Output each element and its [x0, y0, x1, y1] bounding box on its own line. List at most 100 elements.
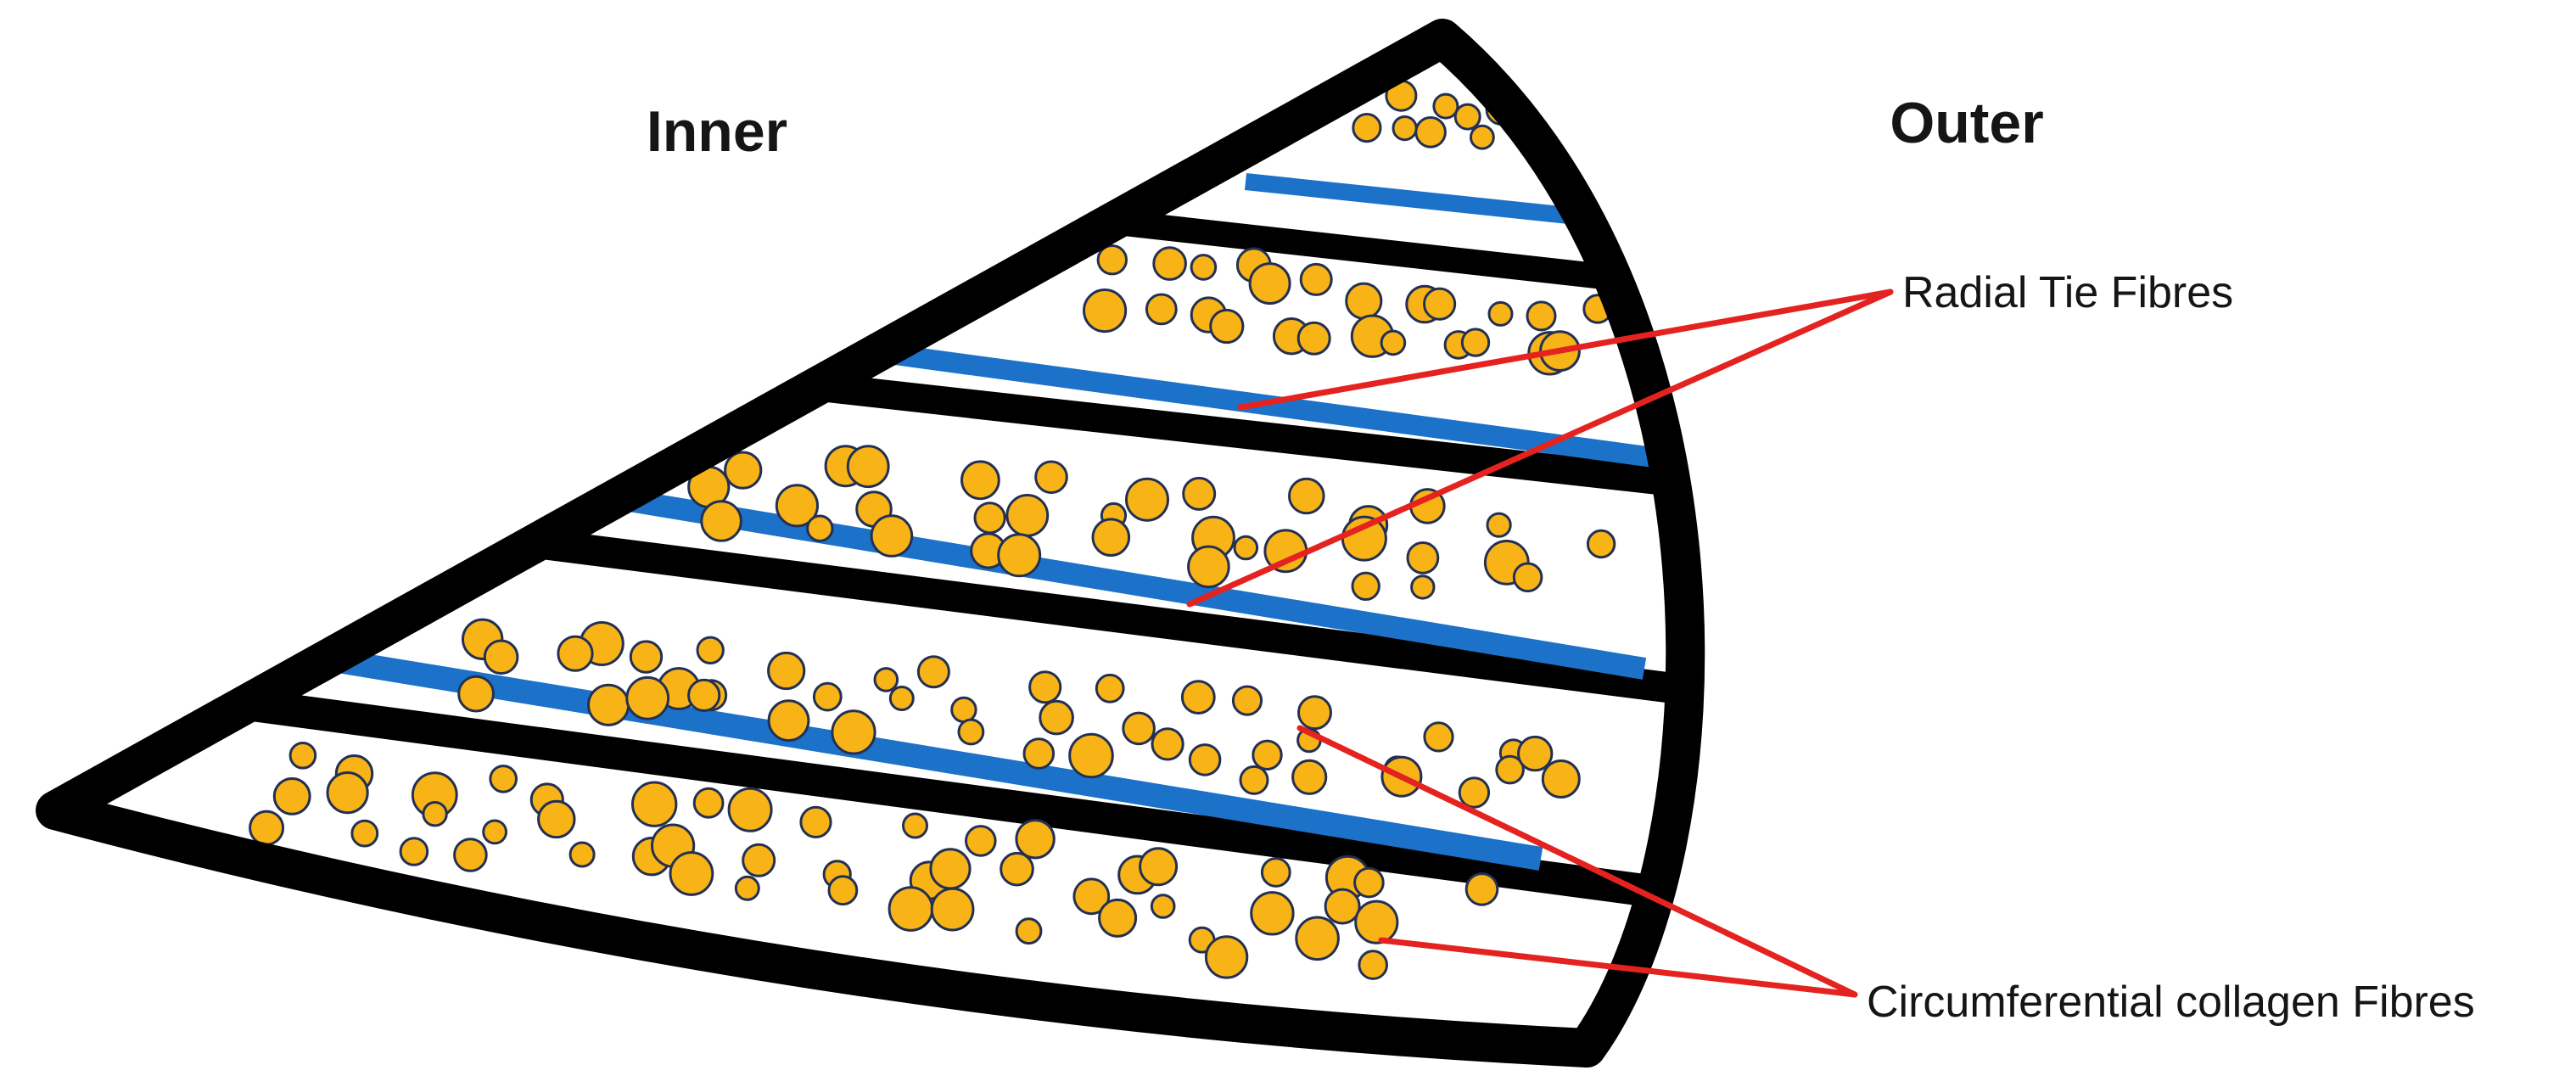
collagen-fibre-circle [767, 651, 806, 691]
collagen-fibre-circle [1152, 246, 1187, 281]
collagen-fibre-circle [1015, 917, 1043, 945]
collagen-fibre-circle [696, 636, 725, 664]
annotation-line [1237, 289, 1894, 411]
collagen-fibre-circle [1517, 735, 1554, 772]
collagen-fibre-circle [249, 810, 285, 846]
label-radial-tie-fibres: Radial Tie Fibres [1902, 268, 2233, 317]
collagen-fibre-circle [1295, 916, 1340, 961]
collagen-fibre-circle [1345, 282, 1383, 320]
radial-tie-fibre-stripe [1244, 173, 1587, 226]
label-outer: Outer [1890, 91, 2043, 155]
collagen-fibre-circle [831, 709, 876, 755]
collagen-fibre-circle [827, 875, 859, 906]
collagen-fibre-circle [727, 787, 773, 832]
collagen-fibre-circle [1351, 571, 1380, 601]
collagen-fibre-circle [870, 514, 914, 558]
collagen-fibre-circle [799, 805, 832, 839]
collagen-fibre-circle [888, 686, 915, 711]
collagen-fibre-circle [1028, 670, 1062, 704]
collagen-fibre-circle [1096, 244, 1128, 276]
collagen-fibre-circle [1091, 518, 1131, 558]
collagen-fibre-circle [1022, 737, 1056, 770]
collagen-fibre-circle [587, 683, 630, 726]
collagen-fibre-circle [1291, 759, 1328, 795]
collagen-fibre-circle [692, 787, 725, 819]
collagen-fibre-circle [453, 838, 488, 872]
collagen-fibre-circle [1188, 743, 1222, 776]
collagen-fibre-circle [806, 514, 834, 542]
collagen-fibre-circle [1150, 894, 1176, 919]
collagen-fibre-circle [1260, 857, 1291, 888]
collagen-fibre-circle [846, 445, 890, 489]
collagen-fibre-circle [965, 825, 997, 857]
lamella-boundary-bands [218, 206, 1686, 909]
collagen-fibre-circle [1453, 103, 1481, 131]
collagen-fibre-circle [1122, 711, 1156, 746]
collagen-fibre-circle [1406, 541, 1440, 574]
collagen-fibre-circle [1095, 673, 1125, 703]
lamella-boundary-band [1084, 206, 1682, 298]
collagen-fibre-circle [1358, 950, 1388, 980]
collagen-fibre-circle [399, 837, 429, 866]
collagen-fibre-circle [767, 699, 810, 743]
collagen-fibre-circle [1248, 262, 1291, 305]
collagen-fibre-circle [1296, 321, 1331, 356]
collagen-fibre-circle [700, 500, 742, 542]
collagen-fibre-circle [902, 812, 928, 839]
collagen-fibre-circle [288, 742, 317, 770]
collagen-fibre-circle [873, 667, 899, 692]
collagen-fibre-circle [669, 851, 714, 896]
collagen-fibre-circle [1068, 732, 1114, 779]
lamella-boundary-band [787, 369, 1686, 498]
collagen-fibre-circle [568, 841, 596, 868]
collagen-fibre-circles [249, 66, 1616, 980]
collagen-fibre-circle [1423, 287, 1457, 321]
annotation-line [1186, 289, 1894, 608]
collagen-fibre-circle [1288, 477, 1325, 515]
collagen-fibre-circle [1072, 877, 1111, 916]
collagen-fibre-circle [1380, 329, 1407, 356]
lamella-boundary-band [507, 524, 1683, 704]
label-inner: Inner [647, 99, 787, 164]
collagen-fibre-circle [482, 819, 507, 845]
radial-tie-fibre-stripes [300, 173, 1661, 871]
collagen-fibre-circle [1000, 851, 1034, 887]
collagen-fibre-circle [1187, 545, 1230, 589]
collagen-fibre-circle [1098, 898, 1138, 938]
collagen-fibre-circle [489, 765, 518, 793]
collagen-fibre-circle [1512, 562, 1543, 593]
collagen-fibre-circle [1182, 476, 1217, 511]
collagen-fibre-circle [1252, 739, 1283, 771]
collagen-fibre-circle [888, 886, 934, 932]
collagen-fibre-circle [950, 696, 977, 724]
collagen-fibre-circle [1586, 529, 1616, 559]
collagen-fibre-circle [957, 718, 985, 746]
collagen-fibre-circle [625, 675, 670, 720]
collagen-fibre-circle [687, 678, 721, 713]
collagen-fibre-circle [1231, 685, 1263, 716]
collagen-fibre-circle [557, 635, 594, 672]
collagen-fibre-circle [1297, 695, 1332, 731]
collagen-fibre-circle [1204, 935, 1249, 979]
collagen-fibre-circle [1353, 866, 1385, 899]
collagen-fibre-circle [1039, 699, 1074, 736]
collagen-fibre-circle [422, 801, 448, 827]
collagen-fibre-circle [1352, 113, 1382, 143]
collagen-fibre-circle [1239, 765, 1269, 795]
collagen-fibre-circle [631, 781, 678, 827]
collagen-fibre-circle [775, 484, 820, 528]
collagen-fibre-circle [1250, 891, 1295, 936]
collagen-fibre-circle [1487, 300, 1514, 327]
collagen-fibre-circle [997, 533, 1042, 578]
collagen-fibre-circle [812, 681, 843, 712]
radial-tie-fibre-stripe [881, 343, 1661, 468]
collagen-fibre-circle [1034, 460, 1068, 495]
radial-tie-fibre-stripe [300, 643, 1543, 871]
collagen-fibre-circle [1125, 477, 1169, 522]
collagen-fibre-circle [483, 639, 519, 675]
collagen-fibre-circle [742, 843, 776, 877]
collagen-fibre-circle [1233, 535, 1259, 561]
collagen-fibre-circle [1458, 776, 1491, 809]
annotation-line [1296, 725, 1858, 998]
